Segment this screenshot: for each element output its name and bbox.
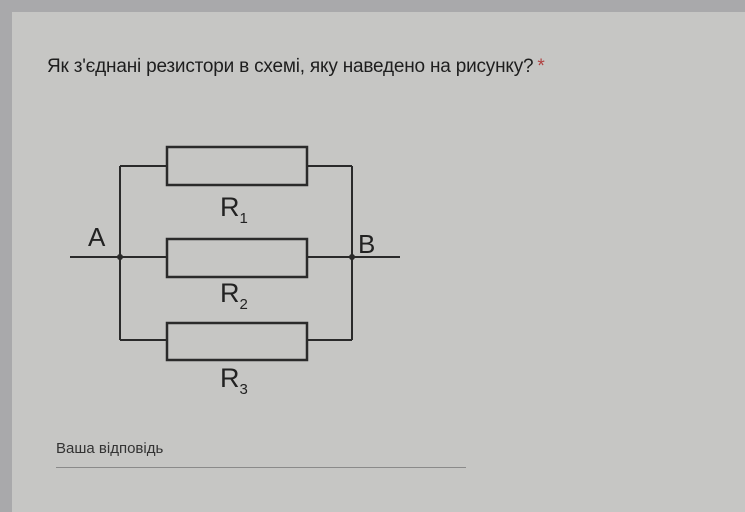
answer-underline [56,467,466,468]
question-title: Як з'єднані резистори в схемі, яку навед… [47,56,545,78]
answer-placeholder: Ваша відповідь [56,440,164,457]
r1-label: R1 [220,192,248,227]
question-card [12,12,745,512]
resistor-r1 [165,145,309,187]
resistor-r2 [165,237,309,279]
r2-label: R2 [220,278,248,313]
question-text: Як з'єднані резистори в схемі, яку навед… [47,56,534,77]
answer-input[interactable]: Ваша відповідь [56,440,466,468]
node-b-dot [349,254,355,260]
resistor-r3 [165,321,309,362]
node-b-label: B [358,229,375,259]
node-a-label: A [88,222,106,252]
r3-label: R3 [220,363,248,398]
node-a-dot [117,254,123,260]
required-asterisk: * [537,56,545,77]
